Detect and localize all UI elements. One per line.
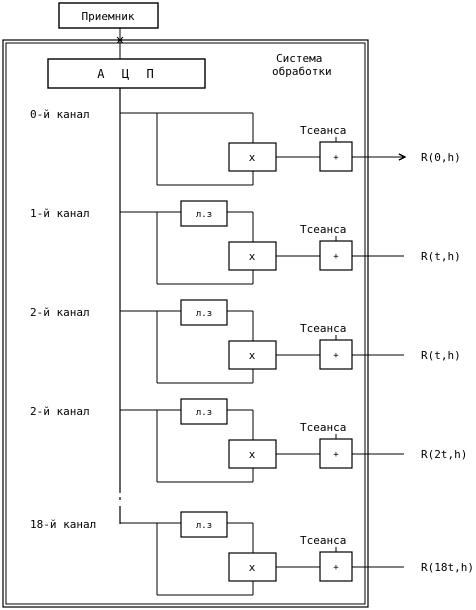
- channel-0-multiplier-label: x: [249, 151, 256, 164]
- channel-3-multiplier-box: [228, 439, 277, 469]
- system-title-line2: обработки: [272, 65, 332, 78]
- channel-2-multiplier-label: x: [249, 349, 256, 362]
- channel-4-output-label: R(18t,h): [421, 561, 474, 574]
- channel-1-multiplier-box: [228, 241, 277, 271]
- system-frame-outer: [2, 39, 369, 608]
- channel-2-output-label: R(t,h): [421, 349, 461, 362]
- channel-4-multiplier-label: x: [249, 561, 256, 574]
- channel-0-name: 0-й канал: [30, 108, 90, 121]
- channel-1-delay-box: [180, 200, 228, 227]
- channel-2-delay-label: л.з: [196, 309, 212, 319]
- channel-4-output-arrowhead: [398, 153, 407, 161]
- channel-2-name: 2-й канал: [30, 306, 90, 319]
- channel-2-summator-label: +: [333, 351, 339, 361]
- channel-4-multiplier-box: [228, 552, 277, 582]
- channel-4-delay-label: л.з: [196, 521, 212, 531]
- system-frame-inner: [5, 42, 366, 605]
- channel-4-name: 18-й канал: [30, 518, 96, 531]
- channel-2-delay-box: [180, 299, 228, 326]
- receiver-box: [58, 2, 159, 29]
- channel-0-summator-box: [319, 141, 353, 172]
- channel-3-output-label: R(2t,h): [421, 448, 467, 461]
- channel-1-summator-label: +: [333, 252, 339, 262]
- receiver-label: Приемник: [82, 10, 135, 23]
- channel-1-delay-label: л.з: [196, 210, 212, 220]
- channel-2-multiplier-box: [228, 340, 277, 370]
- channel-3-multiplier-label: x: [249, 448, 256, 461]
- adc-label: А Ц П: [97, 67, 155, 81]
- channel-0-multiplier-box: [228, 142, 277, 172]
- channel-4-tsession-label: Тсеанса: [300, 534, 346, 547]
- channel-4-delay-box: [180, 511, 228, 538]
- channel-1-name: 1-й канал: [30, 207, 90, 220]
- channel-1-tsession-label: Тсеанса: [300, 223, 346, 236]
- channel-2-summator-box: [319, 339, 353, 370]
- channel-4-summator-label: +: [333, 563, 339, 573]
- channel-3-delay-label: л.з: [196, 408, 212, 418]
- adc-box: [47, 58, 206, 89]
- link-break-mark: [116, 36, 124, 44]
- channel-0-tsession-label: Тсеанса: [300, 124, 346, 137]
- channel-2-tsession-label: Тсеанса: [300, 322, 346, 335]
- channel-3-summator-label: +: [333, 450, 339, 460]
- channel-0-output-label: R(0,h): [421, 151, 461, 164]
- channel-1-output-label: R(t,h): [421, 250, 461, 263]
- channel-3-name: 2-й канал: [30, 405, 90, 418]
- system-title-line1: Система: [276, 52, 322, 65]
- channel-3-tsession-label: Тсеанса: [300, 421, 346, 434]
- channel-0-summator-label: +: [333, 153, 339, 163]
- channel-1-multiplier-label: x: [249, 250, 256, 263]
- channel-3-delay-box: [180, 398, 228, 425]
